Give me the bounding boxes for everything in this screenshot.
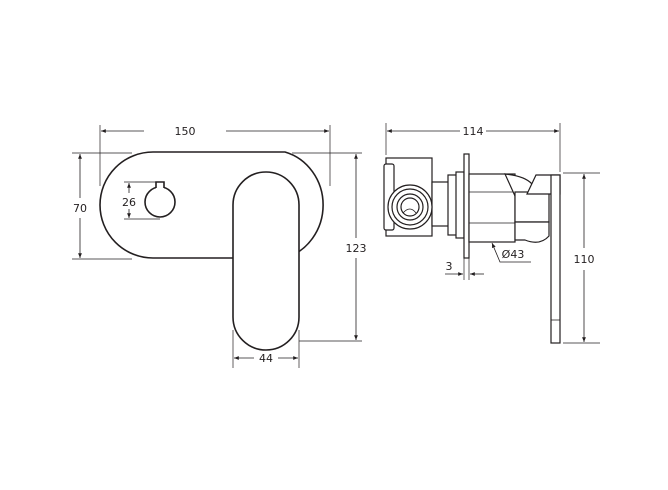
dim-width-150: 150 [175, 125, 196, 138]
dim-height-110: 110 [574, 253, 595, 266]
front-view [72, 125, 362, 368]
side-view [383, 123, 600, 344]
dim-lever-width-44: 44 [259, 352, 273, 365]
dim-plate-3: 3 [446, 260, 453, 273]
dim-diameter-43: Ø43 [502, 248, 525, 261]
dim-height-70: 70 [73, 202, 87, 215]
dim-knob-26: 26 [122, 196, 136, 209]
lever-front [232, 171, 300, 351]
dim-lever-height-123: 123 [346, 242, 367, 255]
dim-depth-114: 114 [463, 125, 484, 138]
knob-hole [144, 181, 176, 218]
